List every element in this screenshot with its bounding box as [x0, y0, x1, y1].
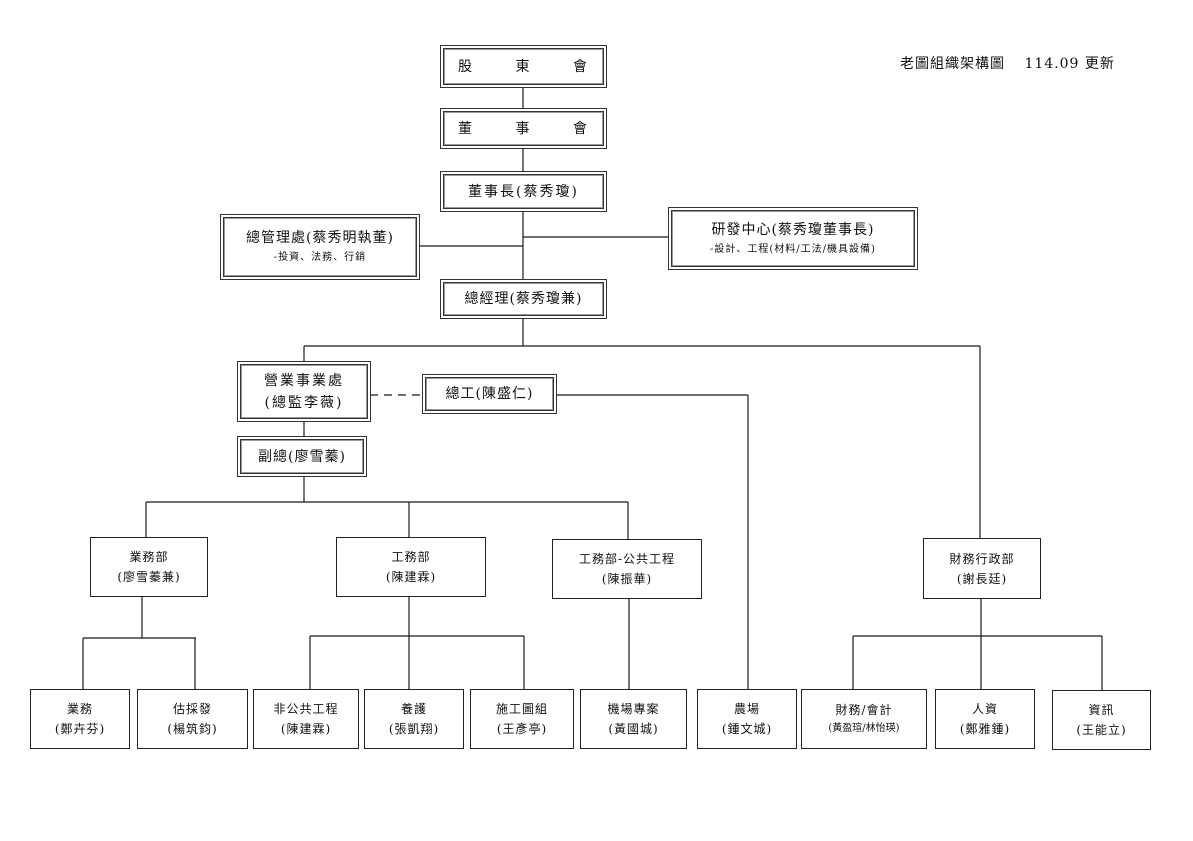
node-subtitle: (廖雪蓁兼)	[117, 570, 181, 584]
node-title: 財務/會計	[835, 703, 893, 717]
node-subtitle: (謝長廷)	[956, 571, 1008, 586]
node-title: 非公共工程	[273, 702, 339, 716]
node-subtitle: (鍾文城)	[721, 722, 773, 736]
node-subtitle: (總監李薇)	[264, 394, 344, 411]
version-text: 114.09 更新	[1024, 56, 1115, 72]
node-board: 董 事 會	[440, 108, 607, 149]
node-subtitle: (鄭雅鍾)	[959, 722, 1011, 736]
node-finance-admin-dept: 財務行政部 (謝長廷)	[923, 538, 1041, 599]
node-hr: 人資 (鄭雅鍾)	[935, 689, 1035, 749]
node-public-engineering-dept: 工務部-公共工程 (陳振華)	[552, 539, 702, 599]
node-title: 研發中心(蔡秀瓊董事長)	[711, 221, 875, 238]
node-title: 工務部	[391, 550, 431, 564]
node-title: 董事長(蔡秀瓊)	[468, 183, 579, 200]
title-text: 老圖組織架構圖	[900, 56, 1005, 72]
node-subtitle: (陳振華)	[601, 572, 653, 586]
node-general-manager: 總經理(蔡秀瓊兼)	[440, 279, 607, 319]
node-title: 農場	[733, 702, 760, 716]
node-chairman: 董事長(蔡秀瓊)	[440, 171, 607, 212]
node-title: 估採發	[172, 702, 212, 716]
chart-title: 老圖組織架構圖 114.09 更新	[900, 53, 1115, 73]
node-subtitle: (陳建霖)	[280, 722, 332, 736]
node-accounting: 財務/會計 (黃盈瑄/林怡瑛)	[801, 689, 927, 749]
node-farm: 農場 (鍾文城)	[697, 689, 797, 749]
node-subtitle: (黃盈瑄/林怡瑛)	[828, 723, 900, 734]
node-sales: 業務 (鄭卉芬)	[30, 689, 130, 749]
node-title: 資訊	[1088, 703, 1115, 717]
node-maintenance: 養護 (張凱翔)	[364, 689, 464, 749]
node-engineering-dept: 工務部 (陳建霖)	[336, 537, 486, 597]
node-subtitle: -設計、工程(材料/工法/機具設備)	[710, 243, 876, 255]
node-subtitle: (王能立)	[1076, 723, 1127, 737]
node-subtitle: (楊筑鈞)	[167, 722, 218, 736]
node-title: 財務行政部	[949, 551, 1015, 566]
node-title: 工務部-公共工程	[578, 552, 676, 566]
node-title: 總經理(蔡秀瓊兼)	[464, 291, 583, 307]
node-subtitle: (張凱翔)	[388, 722, 440, 736]
node-title: 總管理處(蔡秀明執董)	[246, 230, 394, 246]
node-subtitle: (陳建霖)	[385, 570, 437, 584]
node-estimating-procurement: 估採發 (楊筑鈞)	[137, 689, 248, 749]
char: 股	[458, 58, 474, 75]
node-subtitle: -投資、法務、行銷	[273, 252, 367, 263]
node-non-public-engineering: 非公共工程 (陳建霖)	[253, 689, 359, 749]
char: 會	[573, 58, 589, 75]
node-subtitle: (王彥亭)	[496, 722, 548, 736]
node-title: 養護	[400, 702, 427, 716]
char: 董	[458, 120, 474, 137]
node-title: 總工(陳盛仁)	[445, 386, 534, 402]
node-title: 業務部	[129, 550, 169, 564]
node-shareholders: 股 東 會	[440, 45, 607, 88]
node-subtitle: (鄭卉芬)	[54, 722, 106, 736]
node-sales-dept: 業務部 (廖雪蓁兼)	[90, 537, 208, 597]
node-airport-project: 機場專案 (黃國城)	[580, 689, 687, 749]
node-title: 業務	[66, 702, 93, 716]
node-rnd-center: 研發中心(蔡秀瓊董事長) -設計、工程(材料/工法/機具設備)	[668, 207, 918, 270]
node-subtitle: (黃國城)	[608, 722, 659, 736]
node-construction-drawing: 施工圖組 (王彥亭)	[470, 689, 574, 749]
char: 會	[573, 120, 589, 137]
node-general-management: 總管理處(蔡秀明執董) -投資、法務、行銷	[220, 214, 420, 280]
node-chief-engineer: 總工(陳盛仁)	[422, 374, 557, 414]
node-business-division: 營業事業處 (總監李薇)	[237, 361, 371, 422]
char: 東	[515, 58, 532, 75]
node-title: 機場專案	[607, 702, 660, 716]
node-it: 資訊 (王能立)	[1052, 690, 1151, 750]
node-title: 施工圖組	[495, 702, 548, 716]
node-title: 營業事業處	[264, 372, 344, 389]
node-deputy-gm: 副總(廖雪蓁)	[237, 436, 367, 477]
node-title: 人資	[971, 702, 998, 716]
char: 事	[515, 120, 532, 137]
node-title: 副總(廖雪蓁)	[258, 448, 346, 465]
